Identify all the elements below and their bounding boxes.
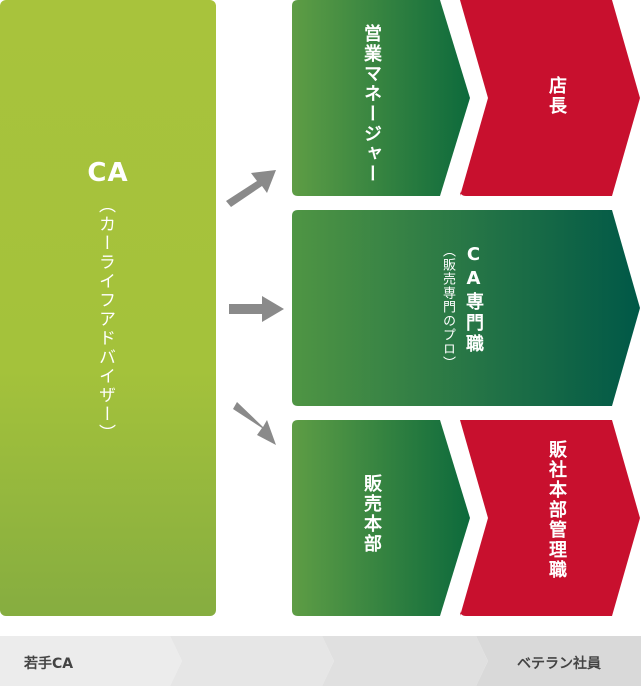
arrow-down-right-icon: [233, 402, 276, 445]
box-tencho: [460, 0, 640, 196]
timeline-end-label: ベテラン社員: [517, 656, 601, 672]
arrow-right-icon: [229, 296, 284, 322]
label-hanbai-honbu: 販売本部: [361, 474, 382, 554]
box-hanbai-honbu: [292, 420, 470, 616]
ca-subtitle: （カーライフアドバイザー）: [95, 196, 115, 443]
box-eigyo-manager: [292, 0, 470, 196]
label-ca-senmon-sub: （販売専門のプロ）: [440, 244, 455, 370]
label-hansha-honbu: 販社本部管理職: [546, 440, 567, 580]
ca-box: [0, 0, 216, 616]
timeline-start-label: 若手CA: [24, 656, 74, 672]
career-timeline-bar: [0, 636, 641, 686]
ca-title: CA: [87, 158, 129, 188]
box-ca-senmon: [292, 210, 640, 406]
label-tencho: 店長: [546, 76, 567, 116]
box-hansha-honbu: [460, 420, 640, 616]
arrow-up-right-icon: [226, 170, 276, 207]
label-ca-senmon: CA専門職: [463, 244, 484, 355]
label-eigyo-manager: 営業マネージャー: [361, 24, 382, 184]
